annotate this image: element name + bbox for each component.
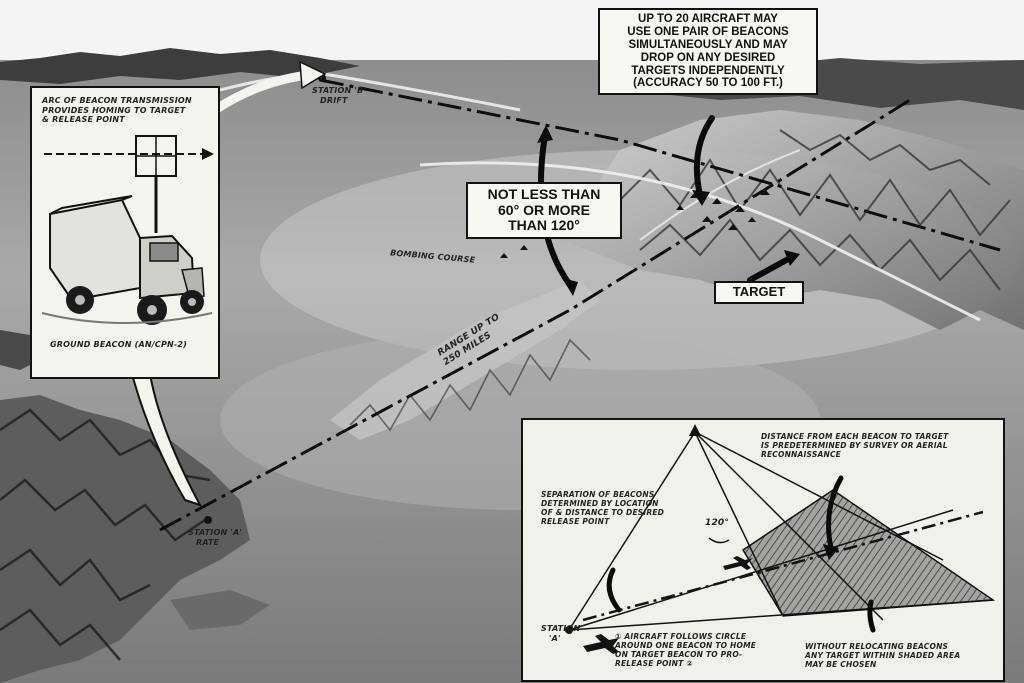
target-callout: TARGET xyxy=(714,281,804,304)
beacon-geometry-diagram xyxy=(565,424,996,654)
distance-predetermined-note: DISTANCE FROM EACH BEACON TO TARGET IS P… xyxy=(761,432,949,459)
ground-beacon-label: GROUND BEACON (AN/CPN-2) xyxy=(50,340,188,349)
aircraft-capacity-callout: UP TO 20 AIRCRAFT MAY USE ONE PAIR OF BE… xyxy=(598,8,818,96)
station-a-label: STATION 'A' RATE xyxy=(188,528,243,547)
station-a-inset-label: STATION 'A' xyxy=(541,624,581,643)
beacon-separation-note: SEPARATION OF BEACONS DETERMINED BY LOCA… xyxy=(541,490,665,526)
aircraft-follows-circle-note: ① AIRCRAFT FOLLOWS CIRCLE AROUND ONE BEA… xyxy=(615,632,757,668)
beacon-transmission-caption: ARC OF BEACON TRANSMISSION PROVIDES HOMI… xyxy=(42,96,192,125)
ground-beacon-truck-drawing xyxy=(41,135,214,325)
beam-angle-callout: NOT LESS THAN 60° OR MORE THAN 120° xyxy=(466,182,622,240)
angle-120-label: 120° xyxy=(705,518,730,528)
shaded-area-note: WITHOUT RELOCATING BEACONS ANY TARGET WI… xyxy=(805,642,961,669)
beacon-geometry-inset: DISTANCE FROM EACH BEACON TO TARGET IS P… xyxy=(521,418,1005,682)
ground-beacon-inset: ARC OF BEACON TRANSMISSION PROVIDES HOMI… xyxy=(30,86,220,379)
station-b-label: STATION 'B' DRIFT xyxy=(312,86,366,105)
